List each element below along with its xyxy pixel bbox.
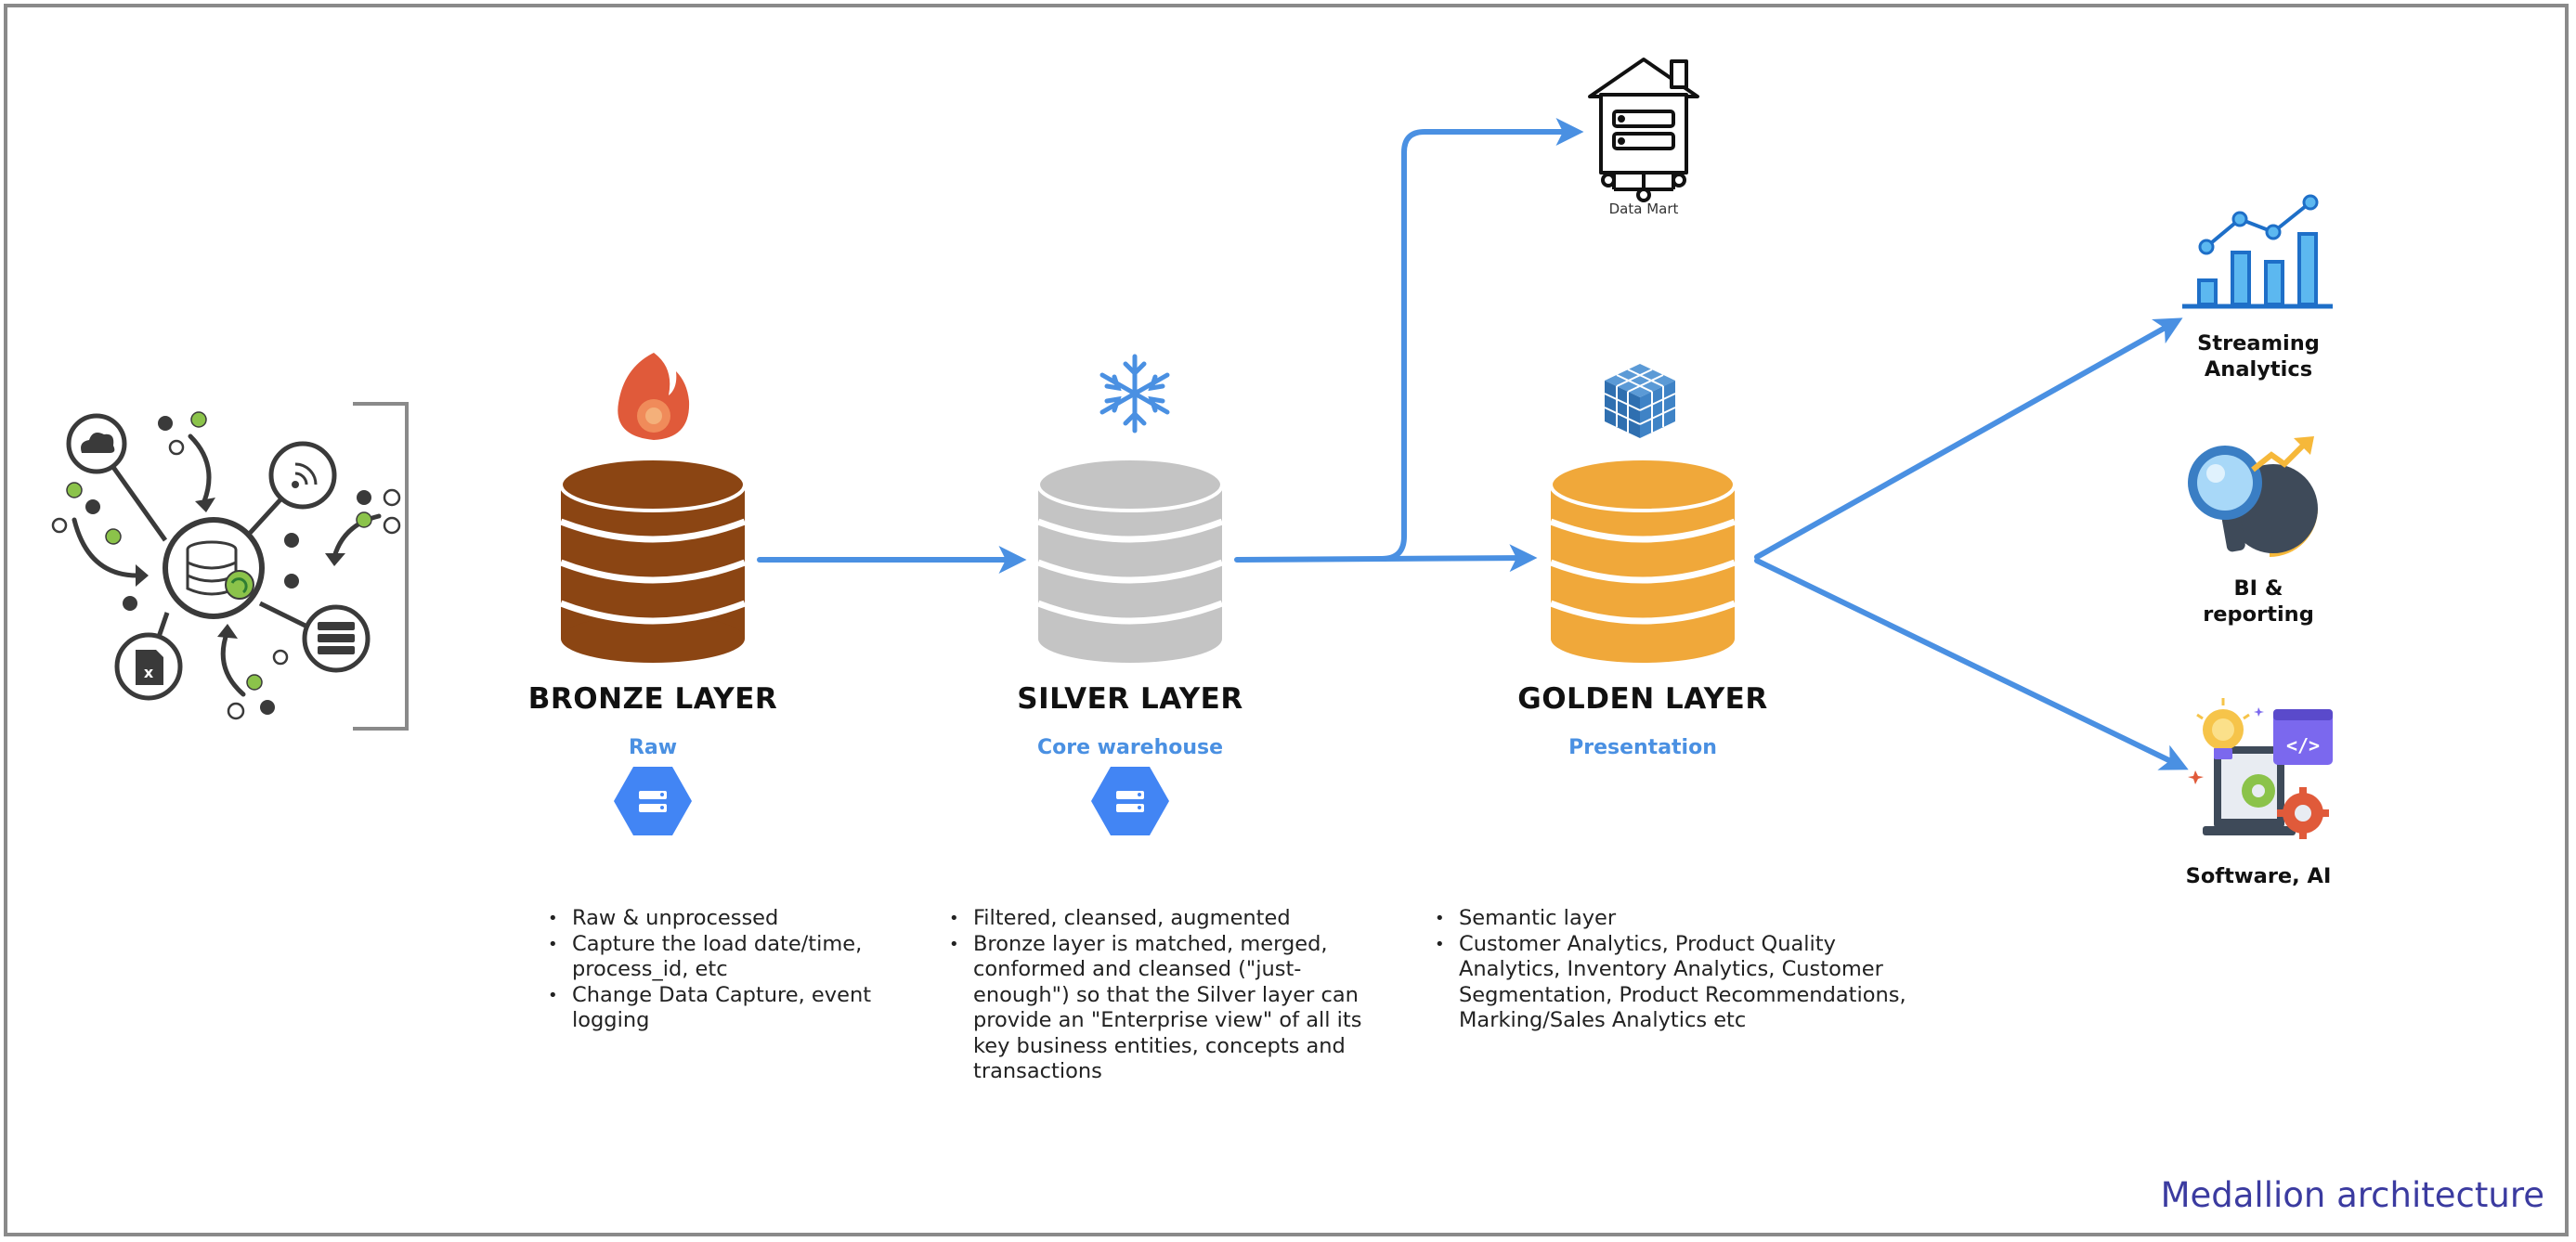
flame-icon: [618, 353, 690, 440]
bronze-layer-bullets: Raw & unprocessed Capture the load date/…: [546, 906, 906, 1034]
bi-reporting-label: BI & reporting: [2203, 576, 2314, 627]
list-item: Bronze layer is matched, merged, conform…: [949, 932, 1373, 1085]
bronze-database-icon: [559, 457, 747, 663]
ingest-bracket: [353, 402, 409, 731]
data-mart-label: Data Mart: [1608, 201, 1679, 217]
diagram-title: Medallion architecture: [2160, 1175, 2544, 1215]
software-ai-icon: </>: [2188, 698, 2333, 839]
arrow-to-software: [1754, 558, 2189, 770]
software-ai-label: Software, AI: [2185, 864, 2332, 888]
cube-icon: [1604, 364, 1676, 438]
svg-text:x: x: [144, 664, 154, 681]
bronze-layer-subtitle: Raw: [628, 736, 678, 759]
flow-arrows: [757, 118, 2189, 770]
silver-database-icon: [1036, 457, 1224, 663]
silver-layer-bullets: Filtered, cleansed, augmented Bronze lay…: [947, 906, 1373, 1085]
diagram-frame: [4, 4, 2569, 1236]
golden-database-icon: [1549, 457, 1737, 663]
bi-reporting-icon: [2188, 436, 2318, 557]
bronze-layer-title: BRONZE LAYER: [527, 682, 778, 716]
list-item: Semantic layer: [1435, 906, 1923, 932]
svg-text:</>: </>: [2286, 734, 2320, 757]
data-sources-icon: x: [51, 411, 401, 720]
arrow-to-streaming: [1754, 317, 2183, 560]
streaming-analytics-label: Streaming Analytics: [2197, 331, 2320, 382]
streaming-analytics-icon: [2182, 194, 2333, 309]
list-item: Customer Analytics, Product Quality Anal…: [1435, 932, 1923, 1034]
list-item: Raw & unprocessed: [548, 906, 906, 932]
silver-layer-subtitle: Core warehouse: [1036, 736, 1224, 759]
bronze-storage-icon: [614, 767, 692, 835]
arrow-to-data-mart: [1379, 118, 1584, 562]
golden-layer-title: GOLDEN LAYER: [1517, 682, 1768, 716]
data-mart-icon: [1588, 58, 1699, 202]
silver-layer-title: SILVER LAYER: [1017, 682, 1243, 716]
list-item: Filtered, cleansed, augmented: [949, 906, 1373, 932]
list-item: Capture the load date/time, process_id, …: [548, 932, 906, 983]
list-item: Change Data Capture, event logging: [548, 983, 906, 1034]
snowflake-icon: [1099, 354, 1170, 433]
silver-storage-icon: [1091, 767, 1169, 835]
golden-layer-bullets: Semantic layer Customer Analytics, Produ…: [1433, 906, 1923, 1034]
golden-layer-subtitle: Presentation: [1568, 736, 1717, 759]
